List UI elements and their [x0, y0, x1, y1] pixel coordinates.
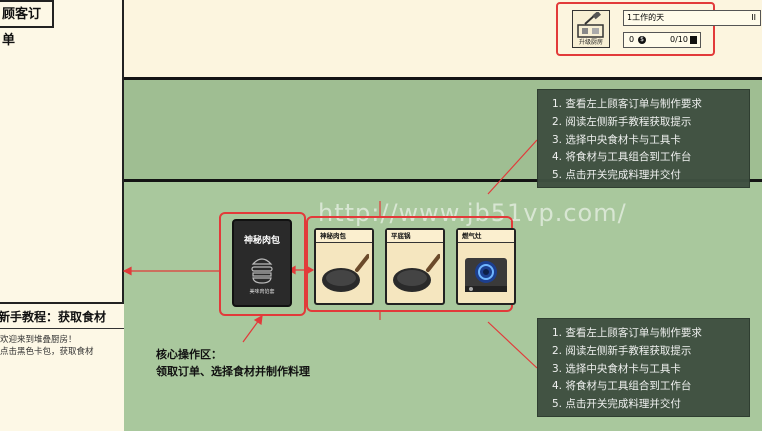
tool-card[interactable]: 神秘肉包: [314, 228, 374, 305]
upgrade-kitchen-button[interactable]: 升级厨房: [572, 10, 610, 48]
coin-icon: $: [638, 36, 646, 44]
core-area-description: 领取订单、选择食材并制作料理: [156, 365, 310, 378]
status-panel: 升级厨房 1工作的天 II 0 $ 0/10: [556, 2, 761, 56]
capacity-value: 0/10: [670, 35, 688, 44]
instruction-line: 5. 点击开关完成料理并交付: [552, 169, 681, 182]
tool-card[interactable]: 平底锅: [385, 228, 445, 305]
instruction-line: 4. 将食材与工具组合到工作台: [552, 151, 692, 164]
pan-icon: [322, 254, 369, 292]
day-text: 1工作的天: [627, 13, 665, 22]
tutorial-title: 新手教程：获取食材: [0, 304, 124, 329]
card-capacity-icon: [690, 36, 697, 44]
watermark: http://www.jb51vp.com/: [318, 199, 627, 227]
instruction-line: 5. 点击开关完成料理并交付: [552, 398, 681, 411]
divider-top: [124, 77, 762, 80]
core-highlight: [219, 212, 306, 316]
mystery-meat-pack-card[interactable]: 神秘肉包 美味肉馅套: [232, 219, 292, 307]
pause-icon[interactable]: II: [751, 13, 756, 22]
stove-icon: [465, 258, 507, 292]
tool-card-name: 神秘肉包: [316, 230, 372, 243]
mystery-pack-title: 神秘肉包: [243, 236, 280, 246]
divider-middle: [124, 179, 762, 182]
money-counter: 0 $ 0/10: [623, 32, 701, 48]
tutorial-line: 欢迎来到堆叠厨房！: [0, 335, 77, 345]
instruction-line: 2. 阅读左侧新手教程获取提示: [552, 115, 692, 128]
instruction-tooltip-bottom: 1. 查看左上顾客订单与制作要求 2. 阅读左侧新手教程获取提示 3. 选择中央…: [537, 318, 750, 417]
instruction-line: 2. 阅读左侧新手教程获取提示: [552, 344, 692, 357]
customer-orders-title: 顾客订单: [0, 0, 54, 48]
core-area-label: 核心操作区： 领取订单、选择食材并制作料理: [156, 346, 310, 380]
instruction-line: 4. 将食材与工具组合到工作台: [552, 380, 692, 393]
tool-card[interactable]: 燃气灶: [456, 228, 516, 305]
tool-card-name: 燃气灶: [458, 230, 514, 243]
instruction-line: 3. 选择中央食材卡与工具卡: [552, 362, 681, 375]
upgrade-kitchen-label: 升级厨房: [578, 39, 603, 46]
tool-card-name: 平底锅: [387, 230, 443, 243]
instruction-line: 1. 查看左上顾客订单与制作要求: [552, 98, 702, 110]
burger-icon: [251, 258, 273, 284]
mystery-pack-subtitle: 美味肉馅套: [249, 289, 275, 295]
core-area-title: 核心操作区：: [156, 348, 222, 361]
day-counter: 1工作的天 II: [623, 10, 761, 26]
instruction-tooltip-top: 1. 查看左上顾客订单与制作要求 2. 阅读左侧新手教程获取提示 3. 选择中央…: [537, 89, 750, 188]
tutorial-panel: 新手教程：获取食材 欢迎来到堆叠厨房！ 点击黑色卡包，获取食材: [0, 302, 124, 431]
kitchen-icon: [577, 12, 604, 38]
money-value: 0: [629, 35, 635, 44]
pan-icon: [393, 254, 440, 292]
tutorial-line: 点击黑色卡包，获取食材: [0, 347, 94, 357]
instruction-line: 1. 查看左上顾客订单与制作要求: [552, 327, 702, 339]
left-column: 顾客订单 新手教程：获取食材 欢迎来到堆叠厨房！ 点击黑色卡包，获取食材: [0, 0, 124, 431]
instruction-line: 3. 选择中央食材卡与工具卡: [552, 133, 681, 146]
